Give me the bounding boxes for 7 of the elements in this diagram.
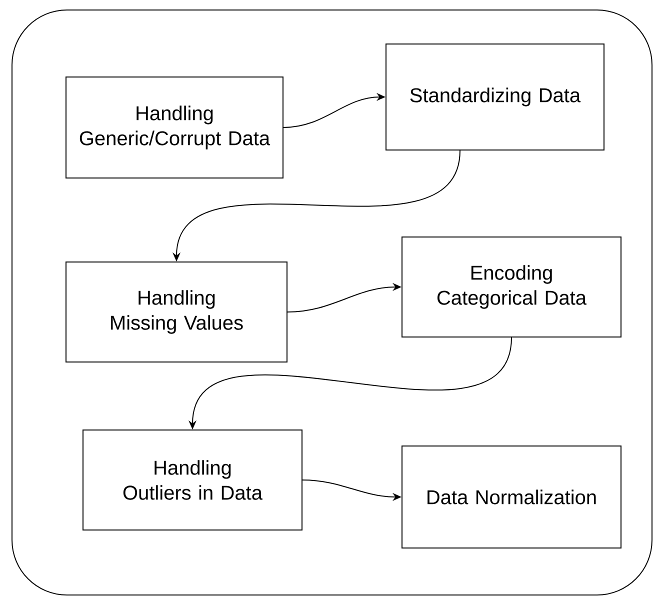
process-box: Handling Generic/Corrupt Data [66,76,284,178]
process-box: Handling Outliers in Data [82,429,302,530]
process-box: Standardizing Data [386,44,604,150]
process-box: Handling Missing Values [66,261,288,362]
process-box: Encoding Categorical Data [402,236,622,338]
container-box [12,10,652,596]
process-box: Data Normalization [402,445,622,548]
